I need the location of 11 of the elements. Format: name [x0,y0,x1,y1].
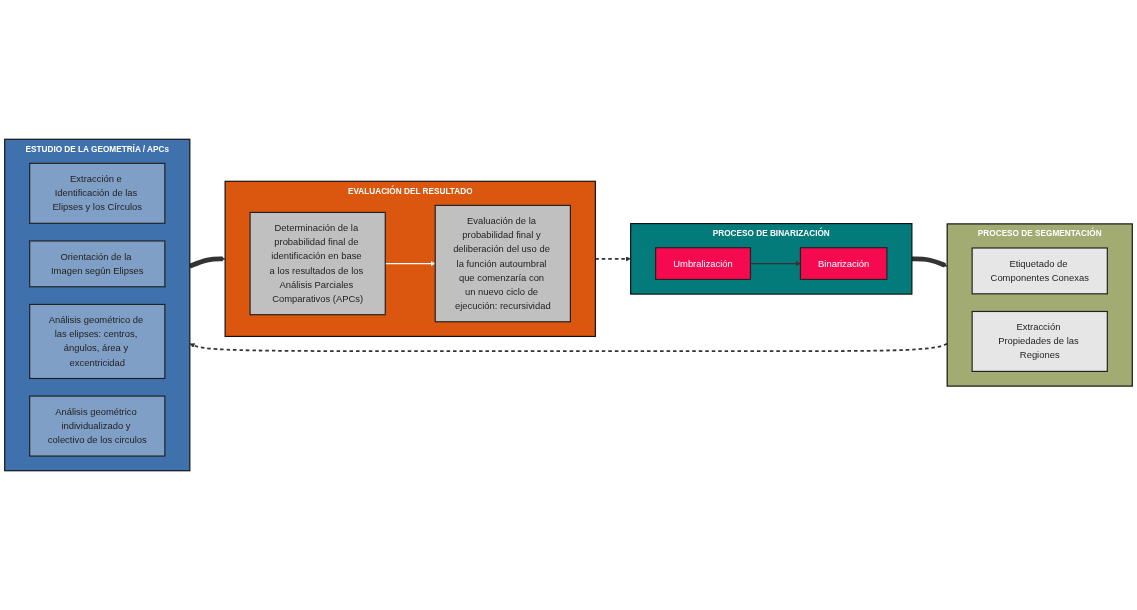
node-box: Evaluación de la probabilidad final y deliberación del uso de la función autoumbral que comenzaría con un nuevo ciclo de ejecución: recursividad [434,204,571,323]
node-box: Determinación de la probabilidad final de identificación en base a los resultados de los Análisis Parciales Comparativos (APCs) [249,211,386,316]
node-box: Análisis geométrico individualizado y colectivo de los circulos [29,395,166,457]
arrow [911,256,948,268]
node-box: Extracción Propiedades de las Regiones [971,310,1108,372]
node-box: Binarización [799,247,888,280]
node-box: Extracción e Identificación de las Elipses y los Círculos [29,162,166,224]
node-box: Análisis geométrico de las elipses: centros, ángulos, área y excentricidad [29,303,166,380]
node-box: Orientación de la Imagen según Elipses [29,240,166,288]
node-box: Umbralización [655,247,752,280]
node-box: Etiquetado de Componentes Conexas [971,247,1108,295]
